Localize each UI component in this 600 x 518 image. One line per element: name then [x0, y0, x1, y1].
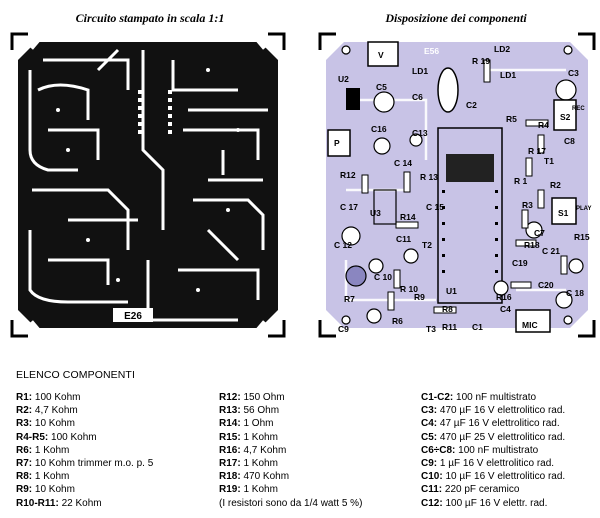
label-r15: R15 [574, 232, 590, 242]
list-item: R17: 1 Kohm [219, 458, 278, 470]
components-column-1: R1: 100 Kohm R2: 4,7 Kohm R3: 10 Kohm R4… [16, 391, 153, 510]
list-item: R15: 1 Kohm [219, 431, 278, 443]
label-r6: R6 [392, 316, 403, 326]
list-item: R18: 470 Kohm [219, 471, 290, 483]
label-u2: U2 [338, 74, 349, 84]
pcb-image: E26 [10, 32, 286, 338]
label-c2: C2 [466, 100, 477, 110]
list-item: C11: 220 pF ceramico [421, 484, 520, 496]
components-column-2: R12: 150 Ohm R13: 56 Ohm R14: 1 Ohm R15:… [219, 391, 362, 510]
label-c20: C20 [538, 280, 554, 290]
label-r5: R5 [506, 114, 517, 124]
label-r10: R 10 [400, 284, 418, 294]
label-c16: C16 [371, 124, 387, 134]
list-item: R2: 4,7 Kohm [16, 405, 78, 417]
label-c7: C7 [534, 228, 545, 238]
list-item: R10-R11: 22 Kohm [16, 497, 102, 509]
list-item: R7: 10 Kohm trimmer m.o. p. 5 [16, 458, 154, 470]
label-c17: C 17 [340, 202, 358, 212]
label-r4: R4 [538, 120, 549, 130]
components-column-3: C1-C2: 100 nF multistrato C3: 470 µF 16 … [421, 391, 565, 510]
list-item: R6: 1 Kohm [16, 444, 70, 456]
label-t1: T1 [544, 156, 554, 166]
component-list-title: ELENCO COMPONENTI [16, 369, 135, 381]
label-ld2: LD2 [494, 44, 510, 54]
list-item: R14: 1 Ohm [219, 418, 274, 430]
label-r9: R9 [414, 292, 425, 302]
label-c19: C19 [512, 258, 528, 268]
label-r8: R8 [442, 304, 453, 314]
list-item: R16: 4,7 Kohm [219, 444, 287, 456]
label-c15: C 15 [426, 202, 444, 212]
list-item: C6÷C8: 100 nF multistrato [421, 444, 539, 456]
list-item: C12: 100 µF 16 V elettr. rad. [421, 497, 548, 509]
label-v: V [378, 50, 384, 60]
list-item: R19: 1 Kohm [219, 484, 278, 496]
layout-image: LD2 LD1 LD1 U2 R 19 C3 C5 C6 C2 R5 R4 S2… [318, 32, 596, 338]
label-c9: C9 [338, 324, 349, 334]
label-r14: R14 [400, 212, 416, 222]
list-item: R1: 100 Kohm [16, 392, 81, 403]
pcb-caption: Circuito stampato in scala 1:1 [75, 11, 225, 25]
list-item: C3: 470 µF 16 V elettrolitico rad. [421, 405, 566, 417]
label-r7: R7 [344, 294, 355, 304]
label-s1: S1 [558, 208, 569, 218]
label-p: P [334, 138, 340, 148]
label-t3: T3 [426, 324, 436, 334]
pcb-label: E26 [124, 311, 142, 322]
list-item: R3: 10 Kohm [16, 418, 75, 430]
label-r1: R 1 [514, 176, 528, 186]
label-c12: C 12 [334, 240, 352, 250]
list-item: R8: 1 Kohm [16, 471, 70, 483]
label-c10: C 10 [374, 272, 392, 282]
label-ld1a: LD1 [412, 66, 428, 76]
label-c3: C3 [568, 68, 579, 78]
label-c1: C1 [472, 322, 483, 332]
list-item: R12: 150 Ohm [219, 392, 285, 403]
list-item: R9: 10 Kohm [16, 484, 75, 496]
label-t2: T2 [422, 240, 432, 250]
label-c6: C6 [412, 92, 423, 102]
list-item: C5: 470 µF 25 V elettrolitico rad. [421, 431, 566, 443]
label-r19: R 19 [472, 56, 490, 66]
list-item: C1-C2: 100 nF multistrato [421, 392, 537, 403]
list-item: C10: 10 µF 16 V elettrolitico rad. [421, 471, 566, 483]
label-r13: R 13 [420, 172, 438, 182]
label-c11: C11 [396, 234, 411, 244]
label-play: PLAY [576, 206, 591, 212]
list-item: C9: 1 µF 16 V elettrolitico rad. [421, 458, 555, 470]
list-item: R13: 56 Ohm [219, 405, 280, 417]
label-r16: R16 [496, 292, 512, 302]
label-c14: C 14 [394, 158, 412, 168]
label-r17: R 17 [528, 146, 546, 156]
label-c13: C13 [412, 128, 428, 138]
list-item: C4: 47 µF 16 V elettrolitico rad. [421, 418, 560, 430]
list-item-note: (I resistori sono da 1/4 watt 5 %) [219, 497, 363, 509]
label-u3: U3 [370, 208, 381, 218]
label-c8: C8 [564, 136, 575, 146]
label-e56: E56 [424, 46, 439, 56]
label-s2: S2 [560, 112, 571, 122]
layout-caption: Disposizione dei componenti [385, 11, 527, 25]
label-c21: C 21 [542, 246, 560, 256]
label-rec: REC [572, 106, 585, 112]
label-ld1b: LD1 [500, 70, 516, 80]
label-c4: C4 [500, 304, 511, 314]
label-c18: C 18 [566, 288, 584, 298]
label-r3: R3 [522, 200, 533, 210]
label-mic: MIC [522, 320, 538, 330]
label-u1: U1 [446, 286, 457, 296]
label-c5: C5 [376, 82, 387, 92]
label-r11: R11 [442, 322, 457, 332]
label-r18: R18 [524, 240, 540, 250]
label-r2: R2 [550, 180, 561, 190]
label-r12: R12 [340, 170, 356, 180]
list-item: R4-R5: 100 Kohm [16, 431, 97, 443]
